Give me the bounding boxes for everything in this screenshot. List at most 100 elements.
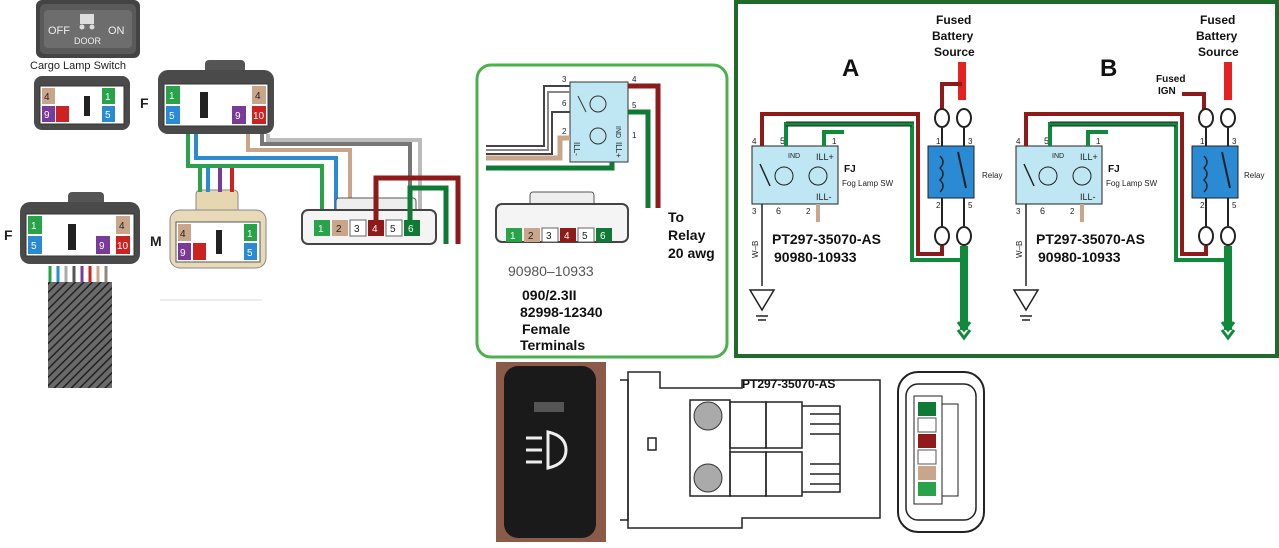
connector-f-left-label: F	[4, 227, 13, 243]
pin-label: 4	[255, 91, 261, 102]
pin-label: 3	[752, 207, 757, 216]
switch-side-drawing	[620, 371, 881, 529]
drawing-title: PT297-35070-AS	[742, 377, 835, 391]
pin-label: 1	[632, 131, 637, 140]
pin-label: 2	[806, 207, 811, 216]
wire-harness-braid	[48, 282, 112, 388]
ill-plus-label: ILL+	[1080, 152, 1098, 162]
ill-minus-label: ILL-	[1080, 192, 1096, 202]
ind-label: IND	[614, 126, 621, 138]
pin-label: 9	[235, 111, 241, 122]
fog-light-icon	[526, 430, 568, 470]
fog-switch-photo	[496, 362, 606, 542]
wb-label: W–B	[1015, 241, 1024, 258]
pin-label: 3	[968, 137, 973, 146]
part-number-a: PT297-35070-AS	[1036, 231, 1145, 247]
switch-contact	[693, 401, 723, 431]
car-door-icon	[79, 14, 95, 30]
circuit-b: Relay 1 3 2 5 IND ILL+ ILL- FJ Fog Lamp …	[1012, 62, 1264, 341]
pin-label: 3	[1016, 207, 1021, 216]
switch-on-label: ON	[108, 25, 125, 37]
part-number-b: 90980-10933	[774, 249, 857, 265]
cargo-lamp-switch-photo: OFF DOOR ON	[36, 0, 140, 58]
pin-label: 5	[780, 136, 785, 146]
option-a-label: A	[842, 55, 859, 82]
pin-label: 1	[1096, 137, 1101, 146]
fused-ign-label: Fused	[1156, 74, 1185, 85]
fused-battery-label: Source	[934, 45, 975, 59]
ill-plus-label: ILL+	[614, 142, 623, 158]
pin-label: 5	[582, 231, 588, 242]
pin-label: 4	[752, 137, 757, 146]
pin-label: 1	[31, 221, 37, 232]
to-relay-line-3: 20 awg	[668, 245, 715, 261]
fj-label: FJ	[844, 164, 856, 175]
pin-label: 6	[562, 99, 567, 108]
switch-off-label: OFF	[48, 25, 70, 37]
switch-door-label: DOOR	[74, 36, 102, 46]
pin-label: 3	[562, 75, 567, 84]
connector-f-label: F	[140, 95, 149, 111]
pin-label: 4	[119, 221, 125, 232]
plug-connector-middle: 1 2 3 4 5 6	[495, 191, 629, 243]
switch-end-connector	[897, 371, 985, 533]
terminal-info-1: 090/2.3II	[522, 287, 577, 303]
plug-connector-left: 1 2 3 4 5 6	[301, 197, 437, 245]
harness-wires-top	[186, 134, 422, 222]
switch-contact	[693, 463, 723, 493]
pin-label: 6	[600, 231, 606, 242]
fog-lamp-sw-label: Fog Lamp SW	[842, 179, 894, 188]
pin-label: 5	[390, 224, 396, 235]
fused-battery-label: Fused	[936, 13, 971, 27]
pin-label: 4	[632, 75, 637, 84]
pin-label: 4	[372, 224, 378, 235]
plug-left-output-wires	[373, 175, 461, 244]
harness-wire-stubs	[48, 266, 108, 282]
pin-label: 2	[936, 201, 941, 210]
pin-label: 10	[117, 241, 129, 252]
fused-battery-label: Battery	[932, 29, 974, 43]
pin-label: 2	[1200, 201, 1205, 210]
pin-label: 1	[936, 137, 941, 146]
pin-label: 4	[1016, 137, 1021, 146]
pin-label: 1	[1200, 137, 1205, 146]
pin-label: 2	[562, 127, 567, 136]
circuit-a: Relay 1 3 2 5 IND ILL+ ILL- FJ Fog Lamp …	[748, 62, 1002, 341]
fused-ign-label: IGN	[1158, 86, 1176, 97]
switch-schematic-middle: IND ILL- ILL+ 3 4 6 5 2 1	[562, 75, 637, 163]
pin-label: 1	[105, 92, 111, 103]
pin-label: 2	[336, 224, 342, 235]
ind-label: IND	[1052, 153, 1064, 160]
pin-label: 4	[44, 92, 50, 103]
connector-m-label: M	[150, 233, 162, 249]
m-connector-wires	[198, 168, 234, 192]
connector-switch-back: 4 9 1 5	[34, 76, 130, 130]
fused-battery-label: Fused	[1200, 13, 1235, 27]
pin-label: 5	[105, 110, 111, 121]
to-relay-line-2: Relay	[668, 227, 706, 243]
pin-label: 5	[1232, 201, 1237, 210]
ind-label: IND	[788, 153, 800, 160]
middle-wires	[486, 83, 661, 208]
pin-label: 9	[44, 110, 50, 121]
pin-label: 5	[31, 241, 37, 252]
option-b-label: B	[1100, 55, 1117, 82]
connector-f-left: 1 5 4 9 10	[20, 192, 140, 264]
middle-part-number: 90980–10933	[508, 263, 594, 279]
fused-battery-label: Battery	[1196, 29, 1238, 43]
pin-label: 6	[408, 224, 414, 235]
pin-label: 3	[354, 224, 360, 235]
pin-label: 1	[318, 224, 324, 235]
pin-label: 3	[1232, 137, 1237, 146]
pin-label: 5	[1044, 136, 1049, 146]
pin-label: 1	[247, 229, 253, 240]
pin-label: 2	[528, 231, 534, 242]
pin-label: 4	[564, 231, 570, 242]
terminal-info-2: 82998-12340	[520, 304, 603, 320]
relay-label: Relay	[1244, 171, 1264, 180]
pin-label: 5	[169, 111, 175, 122]
relay-label: Relay	[982, 171, 1002, 180]
connector-m: 4 9 1 5	[169, 189, 267, 269]
pin-label: 1	[510, 231, 516, 242]
